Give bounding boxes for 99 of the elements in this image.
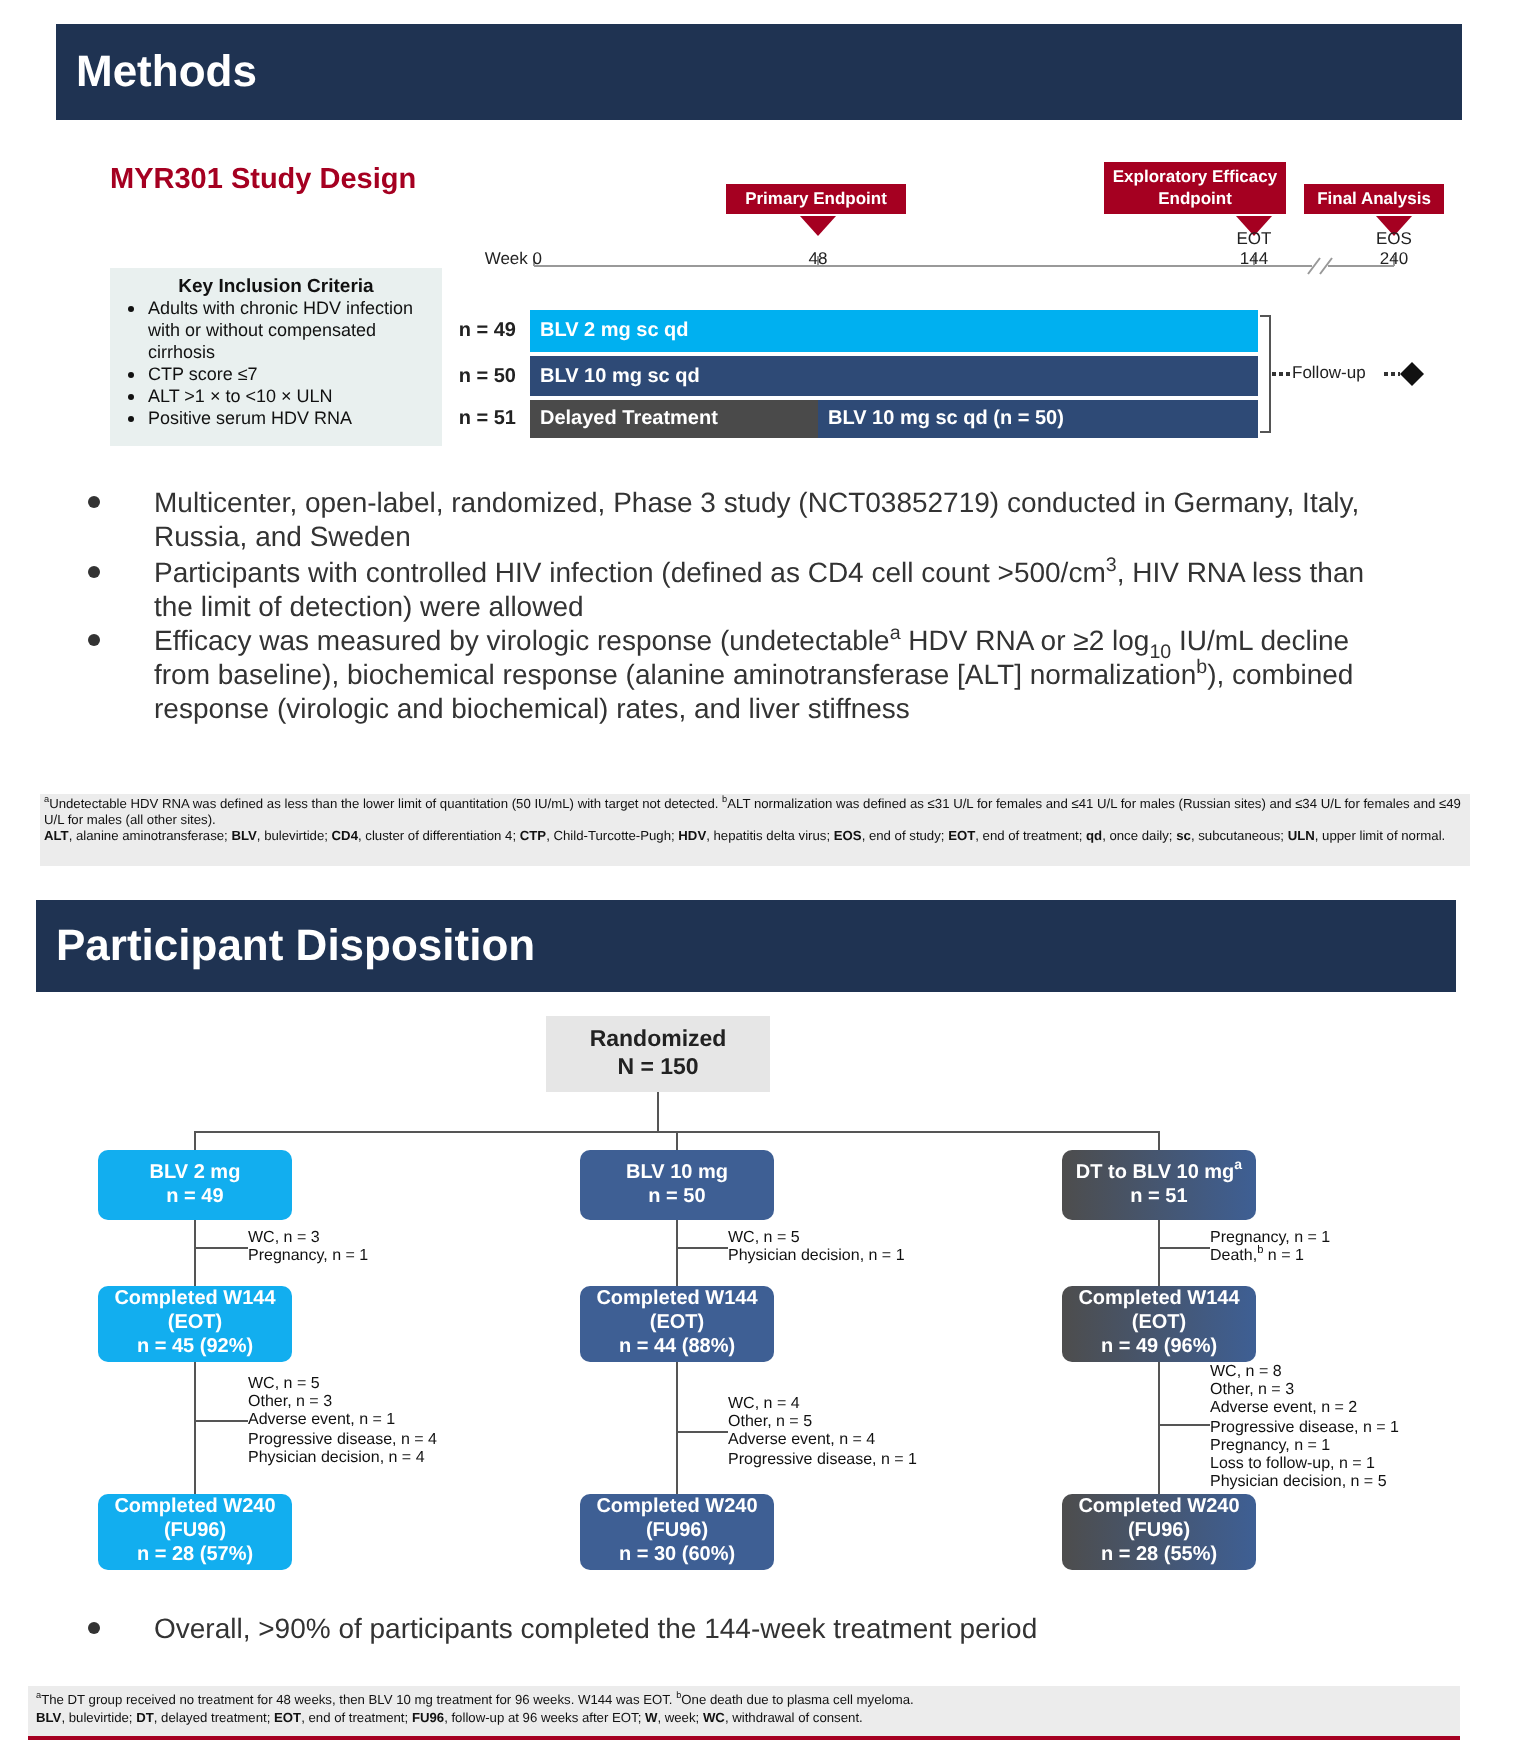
bullet-text: Multicenter, open-label, randomized, Phase 3 study (NCT03852719) conducted in Germany, Italy, Russia, and Sweden — [154, 486, 1362, 554]
criteria-item: Adults with chronic HDV infection with or without compensated cirrhosis — [148, 298, 414, 362]
box-label: Completed W240 — [114, 1496, 276, 1520]
criteria-item: Positive serum HDV RNA — [148, 408, 353, 428]
section-banner: Participant Disposition — [36, 900, 1456, 992]
box-label: n = 49 — [166, 1185, 224, 1209]
withdrawal-reason: WC, n = 4 — [728, 1394, 800, 1413]
connector-line — [657, 1091, 1160, 1151]
bullet-text: Efficacy was measured by virologic response (undetectable$^{a}$ HDV RNA or ≥2 log$_{10}$ IU/mL decline from baseline), biochemical response (alanine aminotransferase [ALT] normalization$^{b}$), combined response (virologic and biochemical) rates, and liver stiffness — [154, 624, 1356, 726]
bullet-text: Participants with controlled HIV infection (defined as CD4 cell count >500/cm$^{3}$, HIV RNA less than the limit of detection) were allowed — [154, 556, 1367, 624]
sample-size-label: n = 50 — [456, 363, 516, 391]
withdrawal-reason: Pregnancy, n = 1 — [1210, 1435, 1331, 1455]
box-label: (EOT) — [1131, 1312, 1187, 1336]
box-label: Completed W144 — [114, 1288, 276, 1312]
box-label: n = 50 — [648, 1185, 706, 1209]
section-banner: Methods — [56, 24, 1462, 120]
bullet-text: Overall, >90% of participants completed the 144-week treatment period — [154, 1612, 1040, 1646]
connector-line — [676, 1361, 678, 1495]
connector-line — [194, 1219, 196, 1287]
withdrawal-reason: Physician decision, n = 1 — [728, 1246, 905, 1265]
withdrawal-reason: Other, n = 5 — [728, 1412, 813, 1431]
axis-label: Week 0 — [482, 248, 542, 268]
arm-box — [98, 1286, 292, 1362]
axis-label: EOT — [1234, 228, 1274, 248]
treatment-bar — [530, 400, 818, 438]
box-label: n = 30 (60%) — [618, 1544, 736, 1568]
flag-label: Final Analysis — [1317, 188, 1431, 210]
box-label: n = 49 (96%) — [1100, 1336, 1218, 1360]
arm-box — [1062, 1150, 1256, 1220]
section-heading: MYR301 Study Design — [110, 164, 419, 196]
withdrawal-reason: Progressive disease, n = 1 — [1210, 1417, 1399, 1436]
criteria-box — [110, 268, 442, 446]
arm-box — [1062, 1494, 1256, 1570]
box-label: n = 28 (55%) — [1100, 1544, 1218, 1568]
arm-box — [98, 1150, 292, 1220]
box-label: Completed W144 — [1078, 1288, 1240, 1312]
withdrawal-reason: Progressive disease, n = 1 — [728, 1449, 917, 1468]
withdrawal-reason: Physician decision, n = 5 — [1210, 1472, 1387, 1491]
box-label: N = 150 — [617, 1054, 699, 1082]
box-label: DT to BLV 10 mg$^{a}$ — [1075, 1161, 1243, 1185]
follow-up-label: Follow-up — [1292, 362, 1368, 382]
bar-label: BLV 10 mg sc qd — [540, 365, 700, 387]
box-label: Completed W144 — [596, 1288, 758, 1312]
withdrawal-reason: WC, n = 5 — [248, 1374, 320, 1393]
box-label: (EOT) — [167, 1312, 223, 1336]
treatment-bar — [530, 310, 1258, 352]
withdrawal-reason: Progressive disease, n = 4 — [248, 1429, 437, 1448]
arm-box — [1062, 1286, 1256, 1362]
criteria-item: ALT >1 × to <10 × ULN — [148, 386, 333, 406]
bar-label: Delayed Treatment — [540, 408, 718, 430]
flag-label: Primary Endpoint — [745, 188, 887, 210]
withdrawal-reason: WC, n = 8 — [1210, 1362, 1282, 1381]
arm-box — [98, 1494, 292, 1570]
flag-label: Exploratory Efficacy Endpoint — [1110, 166, 1280, 210]
box-label: n = 28 (57%) — [136, 1544, 254, 1568]
withdrawal-reason: Adverse event, n = 1 — [248, 1410, 396, 1430]
box-label: BLV 10 mg — [626, 1161, 728, 1185]
box-label: Randomized — [589, 1026, 727, 1054]
connector-line — [1158, 1219, 1160, 1287]
arm-box — [580, 1494, 774, 1570]
axis-label: 144 — [1237, 248, 1271, 268]
withdrawal-reason: Pregnancy, n = 1 — [248, 1246, 369, 1265]
withdrawal-reason: Adverse event, n = 4 — [728, 1430, 876, 1450]
box-label: (EOT) — [649, 1312, 705, 1336]
box-label: n = 51 — [1130, 1185, 1188, 1209]
bar-label: BLV 2 mg sc qd — [540, 320, 689, 342]
arm-box — [580, 1150, 774, 1220]
box-label: n = 44 (88%) — [618, 1336, 736, 1360]
axis-label: 48 — [806, 248, 830, 268]
sample-size-label: n = 49 — [456, 318, 516, 346]
box-label: n = 45 (92%) — [136, 1336, 254, 1360]
sample-size-label: n = 51 — [456, 406, 516, 434]
box-label: BLV 2 mg — [149, 1161, 241, 1185]
connector-line — [676, 1219, 678, 1287]
withdrawal-reason: Other, n = 3 — [1210, 1380, 1295, 1399]
withdrawal-reason: WC, n = 3 — [248, 1228, 320, 1247]
connector-line — [194, 1361, 196, 1495]
treatment-bar — [818, 400, 1258, 438]
withdrawal-reason: Adverse event, n = 2 — [1210, 1398, 1358, 1418]
bar-label: BLV 10 mg sc qd (n = 50) — [828, 408, 1064, 430]
axis-label: 240 — [1377, 248, 1411, 268]
box-label: (FU96) — [163, 1520, 227, 1544]
withdrawal-reason: Loss to follow-up, n = 1 — [1210, 1454, 1375, 1473]
criteria-heading: Key Inclusion Criteria — [176, 276, 376, 298]
connector-line — [1158, 1361, 1160, 1495]
randomization-box — [546, 1016, 770, 1092]
box-label: Completed W240 — [596, 1496, 758, 1520]
withdrawal-reason: Physician decision, n = 4 — [248, 1447, 425, 1467]
box-label: (FU96) — [1127, 1520, 1191, 1544]
box-label: Completed W240 — [1078, 1496, 1240, 1520]
withdrawal-reason: Other, n = 3 — [248, 1392, 333, 1411]
withdrawal-reason: WC, n = 5 — [728, 1228, 800, 1247]
criteria-item: CTP score ≤7 — [148, 364, 258, 384]
withdrawal-reason: Pregnancy, n = 1 — [1210, 1228, 1331, 1246]
box-label: (FU96) — [645, 1520, 709, 1544]
withdrawal-reason: Death,$^{b}$ n = 1 — [1210, 1246, 1304, 1265]
axis-label: EOS — [1374, 228, 1414, 248]
treatment-bar — [530, 356, 1258, 396]
arm-box — [580, 1286, 774, 1362]
